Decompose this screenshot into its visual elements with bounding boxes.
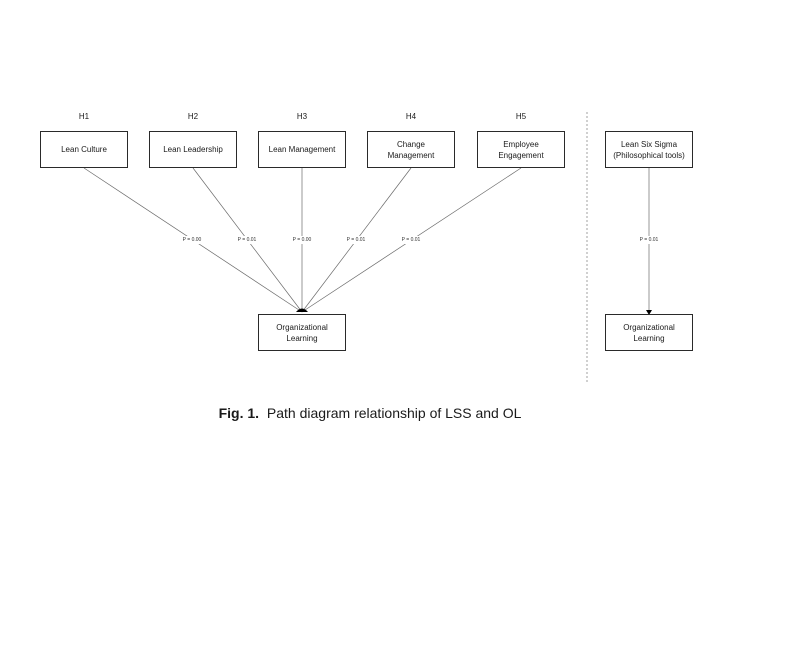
hypothesis-label-h2: H2 <box>187 112 199 121</box>
figure-number: Fig. 1. <box>218 405 260 421</box>
construct-box-lean-culture: Lean Culture <box>40 131 128 168</box>
outcome-box-organizational-learning-lss: Organizational Learning <box>605 314 693 351</box>
construct-box-employee-engagement: Employee Engagement <box>477 131 565 168</box>
hypothesis-label-h5: H5 <box>515 112 527 121</box>
figure-caption: Fig. 1. Path diagram relationship of LSS… <box>0 404 740 422</box>
hypothesis-label-h1: H1 <box>78 112 90 121</box>
path-p-value-h3: P = 0.00 <box>282 236 322 244</box>
path-p-value-lss: P = 0.01 <box>629 236 669 244</box>
construct-label: Lean Leadership <box>163 145 223 154</box>
path-p-value-h2: P = 0.01 <box>227 236 267 244</box>
hypothesis-label-h4: H4 <box>405 112 417 121</box>
lss-label: Lean Six Sigma (Philosophical tools) <box>613 139 685 160</box>
construct-label: Lean Management <box>268 145 336 154</box>
construct-label: Lean Culture <box>61 145 107 154</box>
path-p-value-h5: P = 0.01 <box>391 236 431 244</box>
figure-caption-text: Path diagram relationship of LSS and OL <box>266 405 522 421</box>
construct-box-lean-six-sigma: Lean Six Sigma (Philosophical tools) <box>605 131 693 168</box>
path-p-value-h1: P = 0.00 <box>172 236 212 244</box>
construct-box-change-management: Change Management <box>367 131 455 168</box>
outcome-box-organizational-learning: Organizational Learning <box>258 314 346 351</box>
outcome-label: Organizational Learning <box>623 322 675 343</box>
construct-label: Employee Engagement <box>498 139 544 160</box>
path-p-value-h4: P = 0.01 <box>336 236 376 244</box>
construct-box-lean-leadership: Lean Leadership <box>149 131 237 168</box>
construct-label: Change Management <box>387 139 435 160</box>
outcome-label: Organizational Learning <box>276 322 328 343</box>
lss-arrowhead <box>646 310 652 315</box>
converging-arrowhead <box>296 308 308 312</box>
construct-box-lean-management: Lean Management <box>258 131 346 168</box>
hypothesis-label-h3: H3 <box>296 112 308 121</box>
